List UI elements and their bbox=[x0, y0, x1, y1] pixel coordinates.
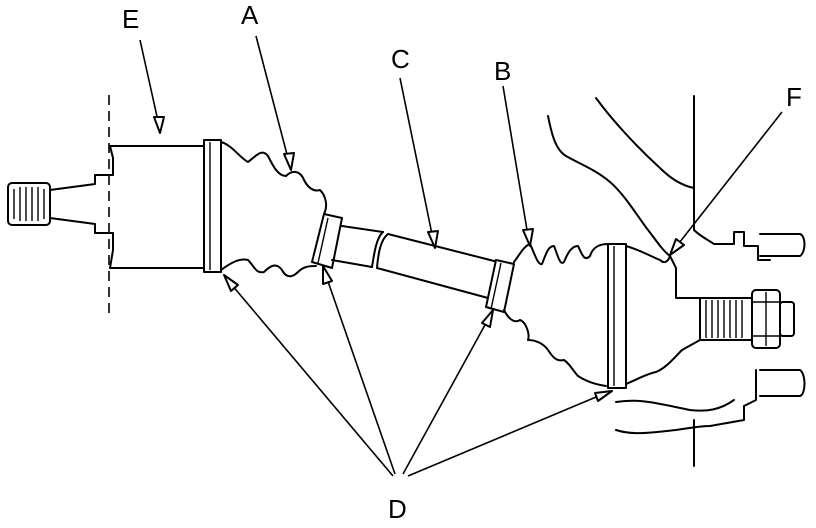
arrowhead-a bbox=[283, 152, 295, 171]
inboard-boot bbox=[220, 141, 328, 278]
arrowhead-c bbox=[427, 230, 439, 249]
interconnecting-shaft bbox=[331, 225, 499, 299]
leader-arrows bbox=[139, 35, 783, 477]
arrowhead-d2 bbox=[322, 265, 333, 285]
outboard-joint-housing bbox=[607, 243, 683, 389]
label-c: C bbox=[391, 44, 410, 74]
callout-labels: E A C B F D bbox=[122, 0, 802, 524]
arrowhead-f bbox=[669, 238, 685, 256]
arrowhead-b bbox=[522, 228, 534, 247]
label-e: E bbox=[122, 4, 139, 34]
outboard-boot-band bbox=[485, 259, 515, 313]
label-d: D bbox=[388, 494, 407, 524]
arrowhead-d1 bbox=[223, 274, 239, 292]
inboard-boot-band bbox=[311, 213, 343, 269]
outboard-boot bbox=[503, 243, 609, 387]
arrowhead-e bbox=[153, 116, 165, 134]
label-f: F bbox=[786, 82, 802, 112]
arrowhead-d3 bbox=[481, 309, 494, 328]
inboard-stub-shaft bbox=[7, 145, 205, 269]
knuckle-hub bbox=[547, 95, 806, 467]
label-a: A bbox=[241, 0, 259, 30]
inboard-joint-housing bbox=[203, 139, 222, 273]
arrowhead-d4 bbox=[594, 390, 613, 402]
label-b: B bbox=[494, 56, 511, 86]
